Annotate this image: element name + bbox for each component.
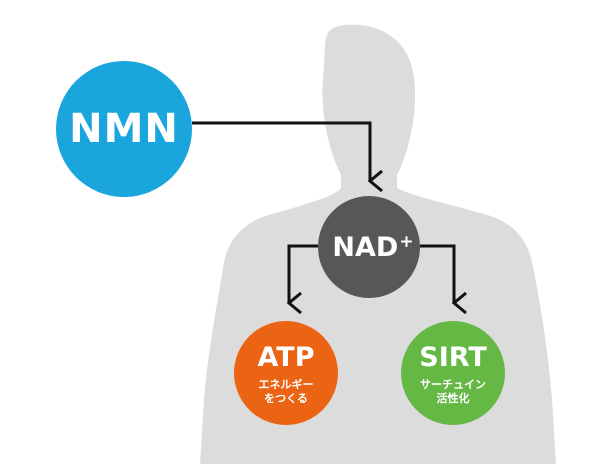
- atp-desc-line2: をつくる: [264, 391, 308, 405]
- atp-node: ATP エネルギー をつくる: [234, 321, 338, 425]
- arrow-nad-to-sirt: [420, 244, 454, 303]
- nmn-node: NMN: [56, 61, 192, 197]
- nad-node: NAD+: [318, 196, 420, 298]
- sirt-desc-line1: サーチュイン: [420, 377, 486, 391]
- atp-description: エネルギー をつくる: [259, 378, 314, 406]
- atp-label: ATP: [257, 341, 315, 373]
- arrow-nmn-to-nad: [192, 121, 370, 181]
- sirt-label: SIRT: [419, 341, 487, 373]
- nad-superscript: +: [399, 231, 414, 252]
- sirt-description: サーチュイン 活性化: [420, 378, 486, 406]
- atp-desc-line1: エネルギー: [258, 377, 314, 391]
- nad-label-wrap: NAD+: [332, 232, 413, 263]
- sirt-node: SIRT サーチュイン 活性化: [401, 321, 505, 425]
- nad-label: NAD: [332, 231, 399, 263]
- nmn-label: NMN: [69, 106, 179, 152]
- sirt-desc-line2: 活性化: [436, 391, 470, 405]
- arrow-nad-to-atp: [289, 244, 318, 303]
